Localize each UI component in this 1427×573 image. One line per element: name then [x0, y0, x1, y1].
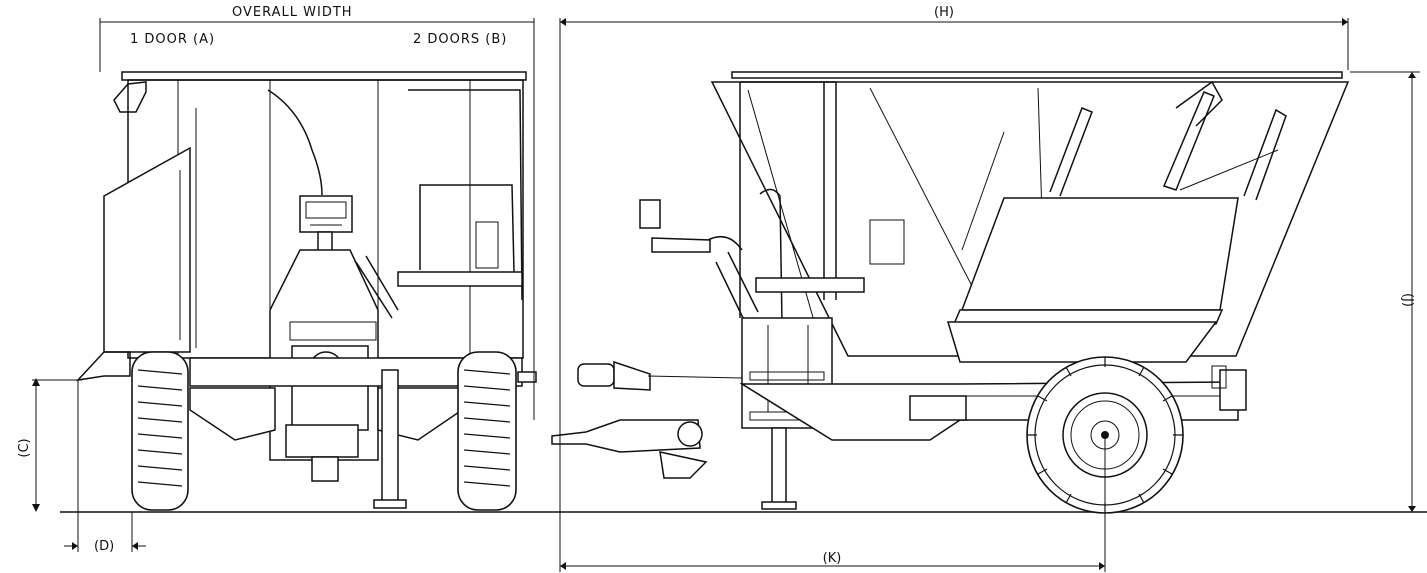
- side-pto-coupler: [577, 363, 615, 387]
- side-jack-stand: [771, 427, 787, 507]
- front-dimensions: OVERALL WIDTH 1 DOOR (A) 2 DOORS (B) (C)…: [17, 5, 535, 554]
- front-left-door: [103, 146, 191, 353]
- front-mirror-bracket: [113, 81, 147, 113]
- dim-j-label: (J): [1400, 293, 1415, 307]
- front-roof-rail: [121, 71, 527, 81]
- side-dimensions: (H) (J) (K): [559, 5, 1420, 572]
- side-drawbar: [551, 419, 701, 453]
- front-axle-left: [189, 387, 276, 441]
- side-door-panel: [960, 197, 1239, 311]
- side-hopper-body: [710, 81, 1350, 357]
- side-view: [551, 71, 1350, 514]
- front-tire-right: [457, 351, 517, 511]
- side-handrail: [739, 81, 837, 318]
- two-doors-label: 2 DOORS (B): [413, 32, 507, 47]
- front-handrail: [408, 89, 523, 301]
- front-axle-right: [377, 387, 463, 441]
- front-view: [75, 71, 537, 511]
- dim-d-label: (D): [94, 539, 114, 554]
- dim-c-label: (C): [17, 438, 32, 457]
- control-box: [299, 195, 353, 233]
- overall-width-label: OVERALL WIDTH: [232, 5, 353, 20]
- front-jack-stand: [381, 369, 399, 506]
- dim-k-label: (K): [823, 551, 842, 566]
- one-door-label: 1 DOOR (A): [130, 32, 215, 47]
- front-tire-left: [131, 351, 189, 511]
- side-control-box: [639, 199, 661, 229]
- side-top-rail: [731, 71, 1343, 79]
- dim-h-label: (H): [934, 5, 954, 20]
